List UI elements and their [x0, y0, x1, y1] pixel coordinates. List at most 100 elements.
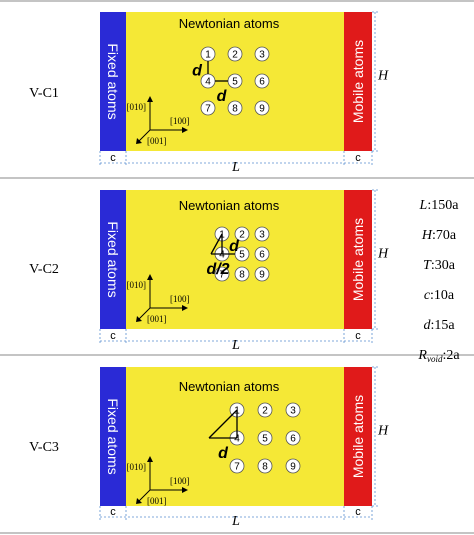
void-9: 9 [254, 100, 270, 116]
void-circle [285, 458, 301, 474]
void-circle [214, 266, 230, 282]
void-number: 4 [234, 434, 240, 445]
dim-c-right: c [355, 330, 361, 342]
void-7: 7 [229, 458, 245, 474]
newtonian-atoms-label: Newtonian atoms [179, 198, 280, 213]
newtonian-atoms-label: Newtonian atoms [179, 379, 280, 394]
void-number: 7 [219, 270, 225, 281]
void-number: 5 [239, 250, 245, 261]
axis-001-label: [001] [147, 314, 167, 324]
crystal-axes: [010][100][001] [127, 96, 190, 146]
void-circle [257, 402, 273, 418]
void-circle [254, 73, 270, 89]
dim-height: H [377, 424, 389, 439]
void-9: 9 [285, 458, 301, 474]
dim-c-left: c [110, 330, 116, 342]
void-6: 6 [254, 73, 270, 89]
void-number: 7 [234, 462, 240, 473]
mobile-atoms-region [344, 190, 372, 329]
fixed-atoms-label: Fixed atoms [105, 221, 121, 297]
void-number: 9 [259, 270, 265, 281]
parameter-list: L:150a H:70a T:30a c:10a d:15a Rvoid:2a [417, 198, 460, 364]
dim-c-left: c [110, 152, 116, 164]
newtonian-atoms-label: Newtonian atoms [179, 16, 280, 31]
axis-100-label: [100] [170, 476, 190, 486]
void-circle [200, 100, 216, 116]
void-3: 3 [285, 402, 301, 418]
fixed-atoms-region [100, 367, 126, 506]
dim-length: L [231, 514, 240, 529]
param-Rvoid: Rvoid:2a [417, 348, 460, 364]
axis-010-arrowhead [147, 96, 153, 102]
row-label: V-C3 [29, 440, 59, 455]
axis-010-label: [010] [127, 280, 147, 290]
dim-height: H [377, 247, 389, 262]
void-number: 8 [232, 104, 238, 115]
void-number: 4 [219, 250, 225, 261]
void-number: 7 [205, 104, 211, 115]
axis-001-label: [001] [147, 136, 167, 146]
mobile-atoms-label: Mobile atoms [350, 40, 366, 123]
void-circle [229, 458, 245, 474]
void-number: 6 [259, 77, 265, 88]
axis-100-arrowhead [182, 487, 188, 493]
void-number: 2 [239, 230, 245, 241]
param-T: T:30a [423, 258, 456, 273]
mobile-atoms-label: Mobile atoms [350, 218, 366, 301]
axis-010-arrowhead [147, 456, 153, 462]
void-9: 9 [254, 266, 270, 282]
fixed-atoms-region [100, 12, 126, 151]
axis-100-arrowhead [182, 127, 188, 133]
fixed-atoms-label: Fixed atoms [105, 398, 121, 474]
void-number: 6 [259, 250, 265, 261]
axis-001-line [137, 489, 151, 503]
void-circle [234, 266, 250, 282]
axis-100-label: [100] [170, 294, 190, 304]
fixed-atoms-label: Fixed atoms [105, 43, 121, 119]
void-circle [257, 430, 273, 446]
axis-100-arrowhead [182, 305, 188, 311]
dimension-lines: cLc H [99, 366, 389, 529]
d-half-label: d/2 [206, 261, 229, 278]
void-2: 2 [227, 46, 243, 62]
void-circle [227, 46, 243, 62]
void-5: 5 [257, 430, 273, 446]
void-5: 5 [227, 73, 243, 89]
dim-c-right: c [355, 506, 361, 518]
crystal-axes: [010] [100][001] [127, 274, 190, 324]
fixed-atoms-region [100, 190, 126, 329]
d-label: d [217, 88, 228, 105]
mobile-atoms-label: Mobile atoms [350, 395, 366, 478]
axis-001-arrowhead [136, 138, 142, 144]
void-circle [227, 100, 243, 116]
void-8: 8 [227, 100, 243, 116]
void-7: 7 [200, 100, 216, 116]
void-number: 1 [205, 50, 211, 61]
axis-010-arrowhead [147, 274, 153, 280]
void-2: 2 [234, 226, 250, 242]
param-d: d:15a [423, 318, 455, 333]
row-label: V-C2 [29, 262, 59, 277]
void-circle [254, 100, 270, 116]
param-c: c:10a [424, 288, 455, 303]
axis-001-line [137, 307, 151, 321]
void-number: 3 [259, 50, 265, 61]
axis-001-line [137, 129, 151, 143]
mobile-atoms-region [344, 367, 372, 506]
void-circle [285, 430, 301, 446]
void-4: 4 [200, 73, 216, 89]
d-label: d [218, 445, 229, 462]
void-6: 6 [254, 246, 270, 262]
dim-c-left: c [110, 506, 116, 518]
void-8: 8 [257, 458, 273, 474]
newtonian-atoms-region [126, 190, 344, 329]
crystal-axes: [010][100][001] [127, 456, 190, 506]
void-number: 5 [232, 77, 238, 88]
void-3: 3 [254, 46, 270, 62]
void-circle [254, 266, 270, 282]
dim-length: L [231, 160, 240, 175]
void-number: 8 [262, 462, 268, 473]
void-number: 3 [259, 230, 265, 241]
